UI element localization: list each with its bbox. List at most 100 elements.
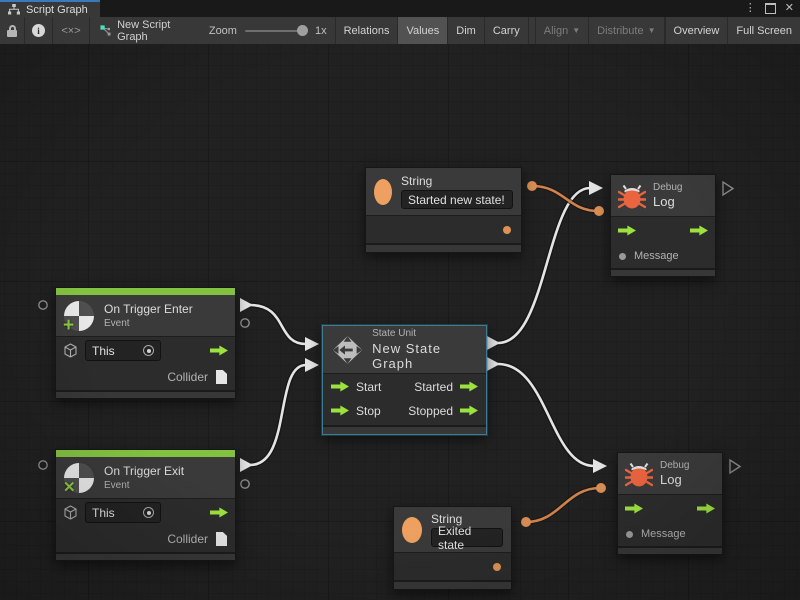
node-title: Log (660, 472, 682, 487)
wire-stopped-to-log[interactable] (496, 362, 596, 468)
carry-label: Carry (492, 24, 520, 37)
flow-out-port-started[interactable] (460, 381, 478, 392)
node-title: Log (653, 194, 675, 209)
cube-icon (64, 505, 77, 520)
breadcrumb[interactable]: New Script Graph (90, 17, 201, 44)
wire-string-to-message-bottom[interactable] (524, 486, 602, 524)
info-icon: i (32, 24, 45, 37)
wire-enter-to-start[interactable] (248, 303, 308, 346)
node-title: On Trigger Enter (104, 302, 193, 316)
event-icon: ✕ (63, 462, 94, 496)
x-icon: ✕ (63, 478, 76, 496)
target-dropdown[interactable]: This (85, 502, 161, 523)
flow-out-port[interactable] (210, 507, 228, 518)
close-icon[interactable]: ✕ (784, 2, 794, 14)
graph-crumb-icon (100, 25, 111, 36)
object-picker-icon[interactable] (143, 507, 154, 518)
port-unconnected-triangle[interactable] (722, 180, 735, 197)
relations-button[interactable]: Relations (334, 17, 399, 44)
port-label: Message (641, 528, 686, 540)
zoom-slider-handle[interactable] (296, 24, 308, 36)
node-debug-log-bottom[interactable]: Debug Log Message (617, 452, 723, 555)
wire-string-to-message-top[interactable] (530, 184, 600, 213)
graph-canvas[interactable]: String Started new state! Debug Log (0, 44, 800, 600)
port-label: Started (414, 379, 453, 394)
zoom-slider[interactable] (244, 24, 308, 36)
flow-in-port-stop[interactable] (331, 405, 349, 416)
wire-end-arrow (593, 459, 607, 473)
window-controls: ⋮ ✕ (745, 0, 800, 17)
tab-script-graph[interactable]: Script Graph (0, 0, 100, 17)
overview-button[interactable]: Overview (664, 17, 729, 44)
node-on-trigger-exit[interactable]: ✕ On Trigger Exit Event This Collider (55, 449, 236, 561)
node-string-top[interactable]: String Started new state! (365, 167, 522, 253)
collider-output-icon[interactable] (216, 370, 227, 384)
menu-icon[interactable]: ⋮ (744, 2, 756, 14)
flow-out-port[interactable] (210, 345, 228, 356)
carry-button[interactable]: Carry (485, 17, 529, 44)
output-port-value[interactable] (503, 225, 511, 234)
string-value-input[interactable]: Started new state! (401, 190, 513, 209)
event-color-bar (56, 288, 235, 295)
breadcrumb-label: New Script Graph (117, 18, 171, 43)
collapse-button[interactable]: <×> (53, 17, 91, 44)
collapse-icon: <×> (61, 24, 81, 37)
maximize-icon[interactable] (764, 3, 776, 14)
port-unconnected-circle[interactable] (240, 479, 250, 489)
event-color-bar (56, 450, 235, 457)
input-port-message[interactable] (626, 530, 633, 538)
wire-source-arrow (240, 458, 253, 472)
port-label: Stop (356, 403, 381, 418)
node-title: On Trigger Exit (104, 464, 185, 478)
port-label: Message (634, 250, 679, 262)
port-unconnected-circle[interactable] (38, 460, 48, 470)
values-label: Values (406, 24, 440, 37)
overview-label: Overview (673, 24, 720, 37)
node-debug-log-top[interactable]: Debug Log Message (610, 174, 716, 277)
string-value-input[interactable]: Exited state (431, 524, 503, 552)
collider-output-icon[interactable] (216, 532, 227, 546)
wire-dot (594, 206, 604, 216)
wire-end-arrow (305, 337, 319, 351)
port-unconnected-circle[interactable] (38, 300, 48, 310)
align-button: Align▼ (534, 17, 590, 44)
node-string-bottom[interactable]: String Exited state (393, 506, 512, 590)
wire-end-arrow (589, 181, 603, 195)
values-button[interactable]: Values (398, 17, 449, 44)
output-port-value[interactable] (493, 562, 501, 571)
cube-icon (64, 343, 77, 358)
node-subtitle: Event (104, 318, 130, 329)
flow-out-port[interactable] (697, 503, 715, 514)
flow-in-port[interactable] (618, 225, 636, 236)
fullscreen-button[interactable]: Full Screen (728, 17, 800, 44)
port-unconnected-circle[interactable] (240, 318, 250, 328)
target-dropdown[interactable]: This (85, 340, 161, 361)
flow-in-port[interactable] (625, 503, 643, 514)
object-picker-icon[interactable] (143, 345, 154, 356)
node-footer (56, 552, 235, 560)
flow-in-port-start[interactable] (331, 381, 349, 392)
port-unconnected-triangle[interactable] (729, 458, 742, 475)
zoom-control: Zoom 1x (201, 17, 335, 44)
bug-icon (625, 462, 653, 486)
fullscreen-label: Full Screen (736, 24, 792, 37)
wire-layer (38, 180, 742, 527)
lock-button[interactable] (0, 17, 25, 44)
node-state-unit[interactable]: State Unit New State Graph Start Started… (322, 325, 487, 435)
node-footer (611, 268, 715, 276)
input-port-message[interactable] (619, 252, 626, 260)
info-button[interactable]: i (25, 17, 53, 44)
graph-toolbar: i <×> New Script Graph Zoom 1x Relations… (0, 17, 800, 45)
state-unit-icon (332, 335, 363, 364)
flow-out-port-stopped[interactable] (460, 405, 478, 416)
dim-label: Dim (456, 24, 476, 37)
flow-out-port[interactable] (690, 225, 708, 236)
dim-button[interactable]: Dim (448, 17, 485, 44)
wire-end-arrow (305, 358, 319, 372)
wire-dot (521, 517, 531, 527)
wire-started-to-log[interactable] (496, 186, 592, 345)
wire-exit-to-stop[interactable] (248, 363, 308, 467)
node-on-trigger-enter[interactable]: + On Trigger Enter Event This Collider (55, 287, 236, 399)
node-footer (366, 243, 521, 252)
plus-icon: + (63, 314, 75, 336)
